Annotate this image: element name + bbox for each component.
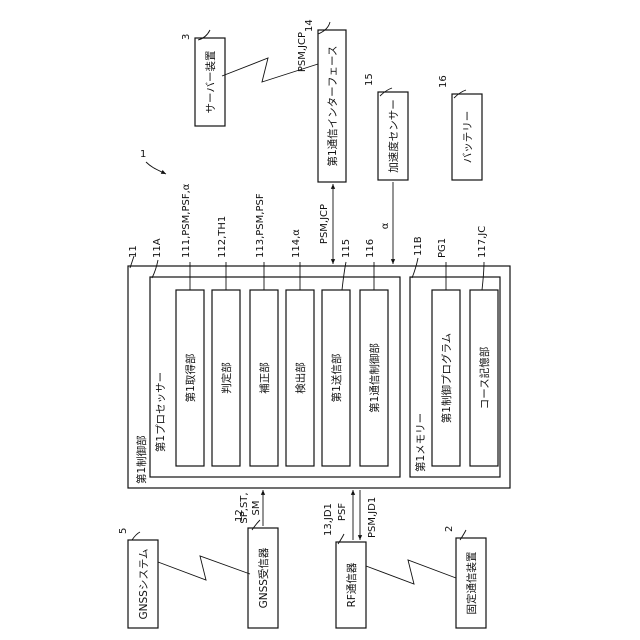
gnss-system-ref: 5 [118, 528, 129, 534]
processor-ref: 11A [152, 238, 163, 258]
wireless-rf-link [366, 560, 456, 584]
unit-judge: 判定部 112,TH1 [212, 216, 240, 466]
accel-sensor-ref: 15 [364, 73, 375, 86]
unit-detect: 検出部 114,α [286, 229, 314, 466]
unit-comm-control-label: 第1通信制御部 [368, 343, 381, 413]
unit-transmit-label: 第1送信部 [330, 354, 343, 403]
gnss-system-ref-leader [132, 532, 140, 540]
rf-comm-ref: 13,JD1 [323, 503, 334, 536]
figure-ref: 1 [140, 149, 146, 160]
unit-transmit-ref: 115 [341, 239, 352, 258]
wireless-gnss-link [158, 556, 250, 580]
unit-correct: 補正部 113,PSM,PSF [250, 193, 278, 466]
server-ref: 3 [181, 34, 192, 40]
unit-correct-ref: 113,PSM,PSF [255, 193, 266, 258]
gnss-link-label-1: SP,ST, [239, 492, 250, 523]
unit-acquire-label: 第1取得部 [184, 354, 197, 403]
rf-link-up-label: PSF [337, 503, 348, 521]
comm-link-label: PSM,JCP [319, 204, 330, 244]
fixed-comm-ref: 2 [444, 526, 455, 532]
unit-course-storage: コース記憶部 117,JC [470, 226, 498, 466]
server-link-label: PSM,JCP [297, 32, 308, 72]
rf-comm-label: RF通信器 [346, 562, 358, 607]
unit-acquire: 第1取得部 111,PSM,PSF,α [176, 183, 204, 466]
unit-course-storage-label: コース記憶部 [478, 347, 491, 409]
figure-ref-leader [146, 162, 166, 174]
comm-interface-label: 第1通信インターフェース [326, 45, 339, 166]
rf-link-down-label: PSM,JD1 [367, 497, 378, 538]
processor-label: 第1プロセッサー [154, 372, 167, 452]
battery-label: バッテリー [462, 111, 474, 164]
server-label: サーバー装置 [204, 51, 217, 114]
accel-sensor-label: 加速度センサー [387, 99, 400, 173]
gnss-system-label: GNSSシステム [138, 548, 150, 619]
unit-control-program-label: 第1制御プログラム [440, 333, 453, 423]
unit-judge-ref: 112,TH1 [217, 216, 228, 258]
controller-label: 第1制御部 [135, 435, 148, 484]
unit-comm-control-ref: 116 [365, 239, 376, 258]
unit-judge-label: 判定部 [220, 362, 233, 394]
unit-detect-label: 検出部 [294, 362, 307, 394]
gnss-link-label-2: SM [251, 501, 262, 516]
battery-ref: 16 [438, 75, 449, 88]
comm-interface-ref: 14 [304, 19, 315, 32]
unit-acquire-ref: 111,PSM,PSF,α [181, 183, 192, 258]
gnss-receiver-label: GNSS受信器 [258, 547, 270, 608]
accel-link-label: α [380, 222, 391, 229]
unit-course-storage-ref: 117,JC [477, 226, 488, 258]
unit-detect-ref: 114,α [291, 229, 302, 258]
memory-label: 第1メモリー [414, 413, 427, 472]
memory-ref: 11B [413, 236, 424, 256]
unit-control-program-ref: PG1 [437, 238, 448, 258]
fixed-comm-label: 固定通信装置 [465, 552, 478, 615]
unit-correct-label: 補正部 [258, 362, 271, 394]
